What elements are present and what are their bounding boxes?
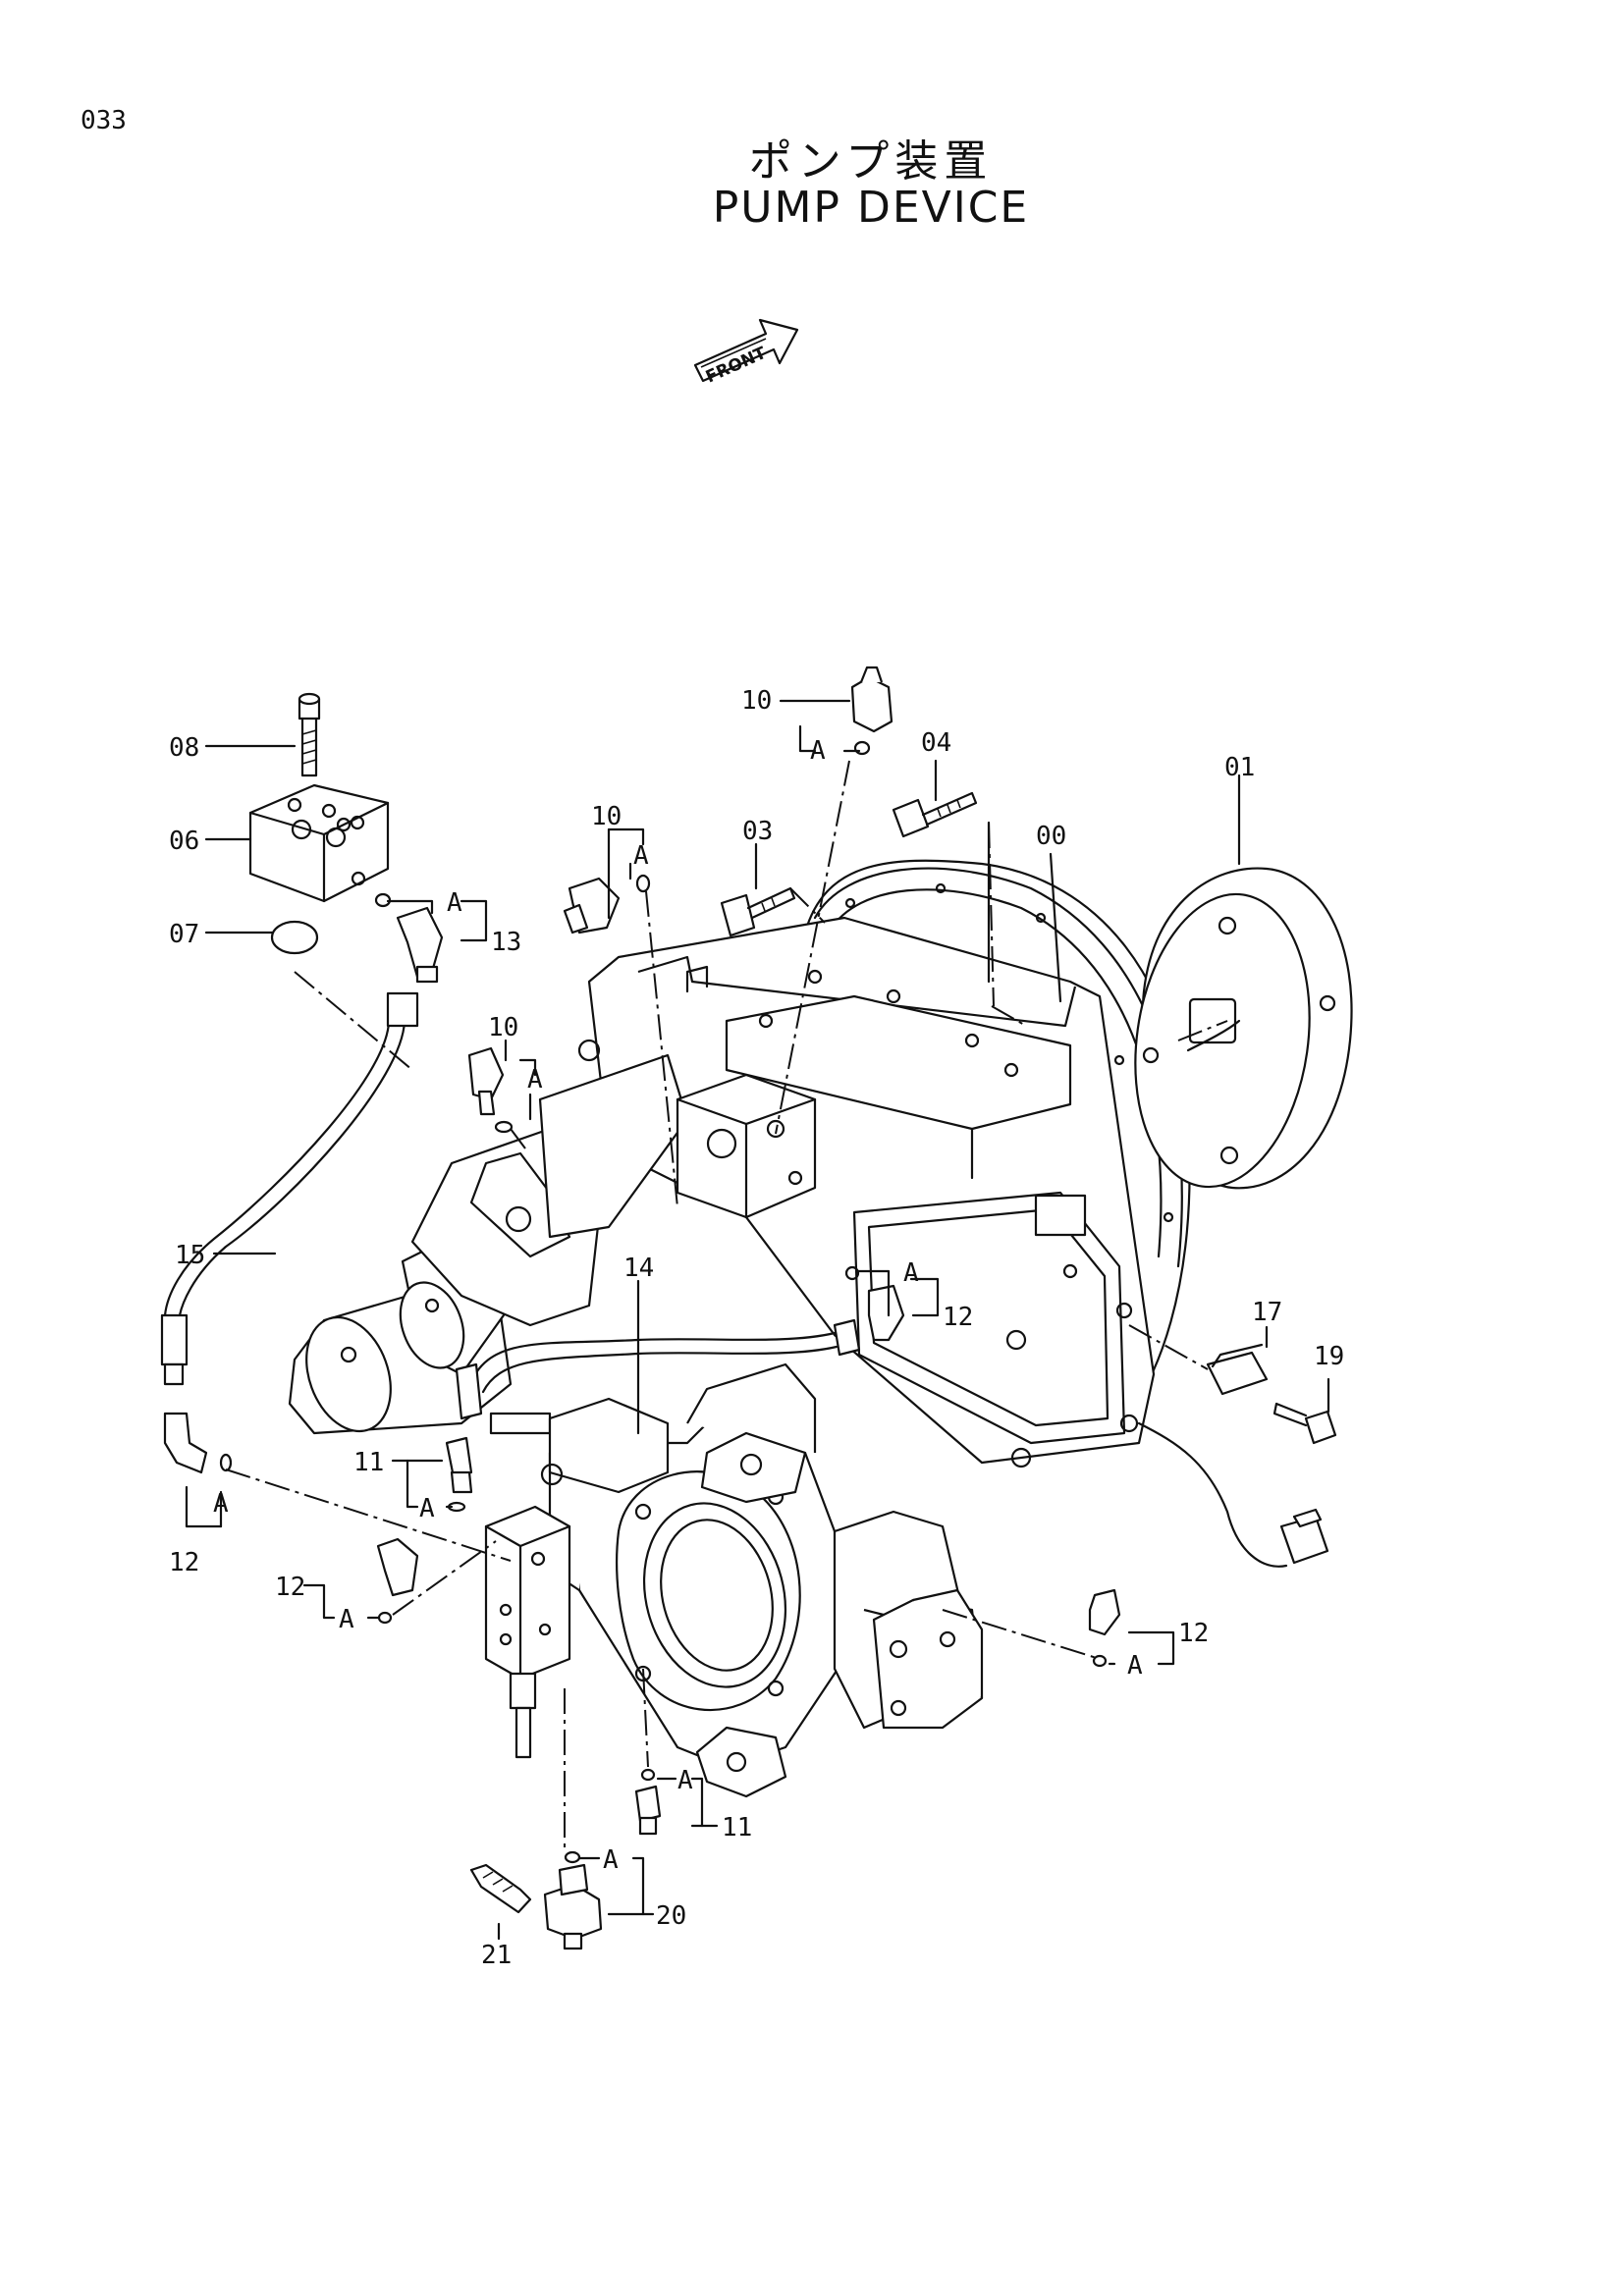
coupling-disc [1134, 867, 1353, 1190]
callout-11-lower: 11 [722, 1813, 752, 1842]
bracket-17 [1206, 1343, 1269, 1396]
pressure-sensor-10-top [850, 666, 893, 756]
o-ring-tag-top: A [810, 736, 826, 766]
callout-03: 03 [742, 817, 773, 846]
callout-20: 20 [656, 1901, 686, 1931]
elbow-fitting-12-right [1088, 1588, 1121, 1668]
pressure-sensor-10-mid [467, 1046, 514, 1134]
callout-07: 07 [169, 920, 199, 949]
o-ring-tag-06: A [447, 888, 462, 918]
o-ring-tag-mid: A [527, 1065, 543, 1095]
elbow-fitting-13 [374, 892, 444, 984]
callout-08: 08 [169, 733, 199, 763]
title-japanese: ポンプ装置 [748, 136, 994, 187]
hose-15 [160, 991, 419, 1386]
elbow-fitting-12-center [844, 1265, 905, 1342]
o-ring-07 [270, 920, 319, 955]
front-pump-flange [548, 1362, 964, 1798]
callout-labels: 08 06 07 15 10 A 04 00 01 03 10 A A 13 1… [169, 686, 1344, 1970]
leader-lines [185, 699, 1330, 1941]
callout-12-lower-left: 12 [275, 1573, 305, 1602]
wire-harness [1137, 1421, 1329, 1568]
callout-10-top: 10 [741, 686, 772, 716]
manifold-block-06 [248, 783, 390, 903]
page-number: 033 [81, 106, 127, 135]
callout-15: 15 [175, 1241, 205, 1270]
o-ring-tag-left: A [633, 841, 649, 871]
plug-11-upper [445, 1436, 473, 1513]
callout-12-center: 12 [943, 1303, 973, 1332]
o-ring-tag-11-lower: A [677, 1766, 693, 1795]
regulator-block [676, 1073, 817, 1219]
bolt-19 [1272, 1402, 1337, 1445]
bolt-04 [892, 791, 978, 838]
callout-00: 00 [1036, 822, 1066, 851]
title-english: PUMP DEVICE [712, 183, 1030, 233]
o-ring-tag-12-left: A [213, 1489, 229, 1519]
plug-11-lower [634, 1768, 662, 1836]
front-arrow-icon: FRONT [693, 318, 799, 388]
callout-06: 06 [169, 827, 199, 856]
callout-13: 13 [491, 928, 521, 957]
o-ring-tag-12-lower-left: A [339, 1605, 354, 1634]
callout-17: 17 [1252, 1298, 1282, 1327]
callout-21: 21 [481, 1941, 512, 1970]
callout-12-right: 12 [1178, 1619, 1209, 1648]
sensor-21 [469, 1863, 532, 1914]
o-ring-tag-11-upper: A [419, 1494, 435, 1523]
socket-screw-08 [298, 692, 321, 777]
o-ring-tag-12-right: A [1127, 1651, 1143, 1681]
callout-14: 14 [623, 1254, 654, 1283]
callout-19: 19 [1314, 1342, 1344, 1371]
o-ring-tag-20: A [603, 1845, 619, 1875]
callout-11-upper: 11 [353, 1448, 384, 1477]
sensor-20 [543, 1850, 603, 1950]
callout-01: 01 [1224, 753, 1255, 782]
callout-12-left: 12 [169, 1548, 199, 1577]
elbow-fitting-12-left [163, 1412, 233, 1474]
main-pump-casing [577, 916, 1156, 1468]
callout-10-mid: 10 [488, 1013, 518, 1042]
rear-gear-pump [872, 1588, 984, 1730]
callout-04: 04 [921, 728, 951, 758]
auxiliary-gear-pump [288, 1053, 689, 1435]
bolt-03 [720, 886, 796, 937]
pressure-sensor-10-left [563, 874, 651, 934]
callout-10-left: 10 [591, 802, 622, 831]
o-ring-tag-center: A [903, 1258, 919, 1288]
